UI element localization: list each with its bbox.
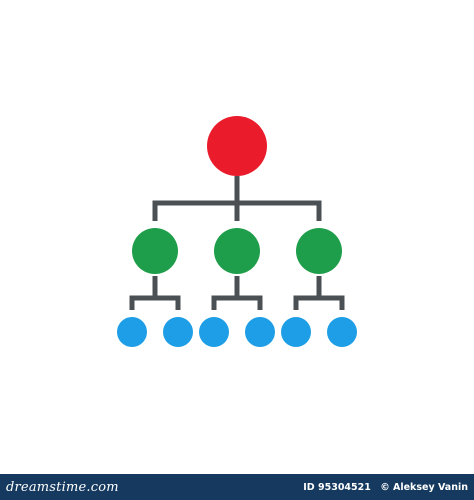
level2-node-center: [214, 228, 260, 274]
level3-node-6: [327, 317, 357, 347]
level2-node-left: [132, 228, 178, 274]
center-child-connector: [211, 276, 263, 310]
level3-node-4: [245, 317, 275, 347]
level3-node-5: [281, 317, 311, 347]
watermark-footer: dreamstime.com ID 95304521 © Aleksey Van…: [0, 474, 474, 500]
level2-node-right: [296, 228, 342, 274]
connector-lines: [129, 176, 345, 310]
root-node: [207, 116, 267, 176]
author-credit: © Aleksey Vanin: [380, 481, 468, 493]
left-child-connector: [129, 276, 181, 310]
image-id: ID 95304521: [303, 481, 371, 493]
image-credit: ID 95304521 © Aleksey Vanin: [303, 482, 468, 493]
level3-node-1: [117, 317, 147, 347]
brand-logo: dreamstime.com: [6, 479, 119, 495]
level3-node-3: [199, 317, 229, 347]
level3-node-2: [163, 317, 193, 347]
right-child-connector: [293, 276, 345, 310]
root-connector: [152, 176, 322, 221]
hierarchy-diagram: [117, 116, 357, 347]
